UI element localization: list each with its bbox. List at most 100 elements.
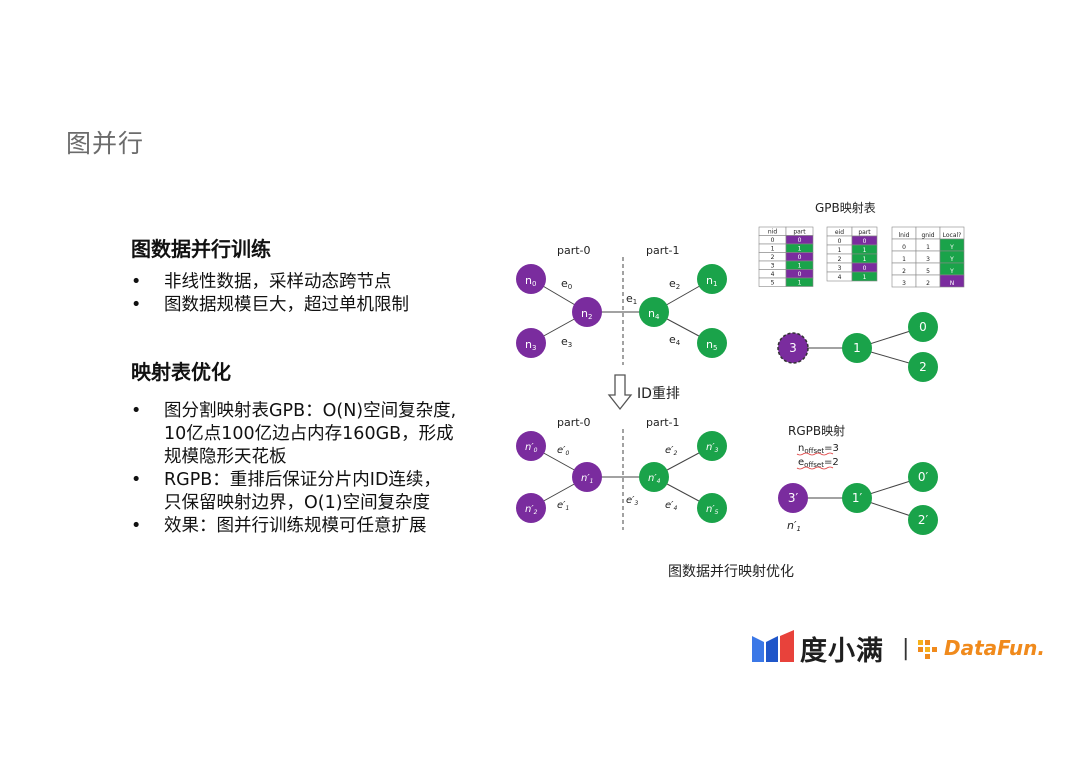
duxiaoman-logo-icon — [752, 630, 794, 662]
table-cell-text: 4 — [771, 271, 775, 278]
section-heading-mapping-optimization: 映射表优化 — [131, 360, 231, 384]
primed-node-n0: n′0 — [516, 431, 546, 461]
local-node-3: 3 — [777, 332, 809, 364]
primed-edge-label: e′0 — [557, 445, 569, 457]
primed-node-n2: n′2 — [516, 493, 546, 523]
primed-node-n5: n′5 — [697, 493, 727, 523]
reorder-label: ID重排 — [637, 386, 680, 402]
edge-label-e3: e3 — [561, 335, 572, 349]
table-cell-text: 0 — [798, 271, 802, 278]
bullet-line: 只保留映射边界，O(1)空间复杂度 — [164, 493, 431, 513]
bullet-item: RGPB：重排后保证分片内ID连续， 只保留映射边界，O(1)空间复杂度 — [131, 469, 456, 515]
bullet-item: 图分割映射表GPB：O(N)空间复杂度, 10亿点100亿边占内存160GB，形… — [131, 400, 456, 469]
table-cell-text: 1 — [798, 246, 802, 253]
primed-edge-label: e′1 — [557, 500, 569, 512]
bullet-item: 图数据规模巨大，超过单机限制 — [131, 294, 409, 317]
table-cell-text: 1 — [771, 246, 775, 253]
bullet-list-mapping-optimization: 图分割映射表GPB：O(N)空间复杂度, 10亿点100亿边占内存160GB，形… — [131, 400, 456, 538]
bullet-item: 非线性数据，采样动态跨节点 — [131, 271, 409, 294]
rgpb-n-offset: noffset=3 — [798, 443, 839, 455]
table-cell-text: 5 — [926, 268, 930, 275]
section-heading-parallel-training: 图数据并行训练 — [131, 237, 271, 261]
figure-caption: 图数据并行映射优化 — [668, 564, 794, 580]
part1-label-bottom: part-1 — [646, 416, 680, 429]
table-cell-text: 1 — [863, 274, 867, 281]
node-n4: n4 — [639, 297, 669, 327]
svg-text:2′: 2′ — [918, 513, 929, 527]
part1-label-top: part-1 — [646, 244, 680, 257]
svg-text:n′2: n′2 — [525, 504, 538, 516]
table-cell-text: N — [950, 280, 955, 287]
part0-label-bottom: part-0 — [557, 416, 591, 429]
rgpb-node-1: 1′ — [842, 483, 872, 513]
table-cell-text: 1 — [863, 256, 867, 263]
table-cell-text: 2 — [771, 254, 775, 261]
table-cell-text: 5 — [771, 280, 775, 287]
rgpb-node-0: 0′ — [908, 462, 938, 492]
primed-edge-label: e′3 — [626, 495, 638, 507]
table-cell-text: 3 — [926, 256, 930, 263]
primed-edge-label: e′2 — [665, 445, 677, 457]
svg-text:0′: 0′ — [918, 470, 929, 484]
svg-text:n0: n0 — [525, 274, 536, 288]
brand-separator: | — [902, 636, 910, 661]
rgpb-title: RGPB映射 — [788, 423, 845, 438]
svg-text:n′4: n′4 — [648, 473, 661, 485]
edge-label-e0: e0 — [561, 277, 572, 291]
node-n1: n1 — [697, 264, 727, 294]
table-header-text: part — [858, 229, 871, 236]
table-header-text: nid — [768, 229, 777, 236]
node-n2: n2 — [572, 297, 602, 327]
node-n5: n5 — [697, 328, 727, 358]
edge-label-e2: e2 — [669, 277, 680, 291]
table-cell-text: 0 — [798, 237, 802, 244]
table-cell-text: 0 — [863, 265, 867, 272]
bullet-line: 图分割映射表GPB：O(N)空间复杂度, — [164, 401, 457, 421]
svg-text:1: 1 — [853, 341, 861, 355]
wavy-underline — [796, 466, 834, 470]
table-header-text: lnid — [899, 232, 910, 239]
svg-text:n′0: n′0 — [525, 442, 538, 454]
svg-text:n2: n2 — [581, 307, 592, 321]
table-header-text: Local? — [943, 232, 962, 239]
primed-node-n3: n′3 — [697, 431, 727, 461]
table-header-text: eid — [835, 229, 844, 236]
bullet-line: 10亿点100亿边占内存160GB，形成 — [164, 424, 454, 444]
local-node-2: 2 — [908, 352, 938, 382]
wavy-underline — [796, 452, 834, 456]
bullet-line: 规模隐形天花板 — [164, 447, 287, 467]
reorder-arrow-icon — [607, 374, 633, 411]
primed-node-n1: n′1 — [572, 462, 602, 492]
svg-text:n1: n1 — [706, 274, 717, 288]
table-cell-text: 4 — [838, 274, 842, 281]
svg-text:n5: n5 — [706, 338, 717, 352]
svg-text:n′5: n′5 — [706, 504, 719, 516]
table-cell-text: 0 — [771, 237, 775, 244]
partner-brand: DataFun. — [944, 636, 1045, 660]
node-n3: n3 — [516, 328, 546, 358]
svg-text:0: 0 — [919, 320, 927, 334]
bullet-line: RGPB：重排后保证分片内ID连续， — [164, 470, 441, 490]
table-cell-text: 1 — [902, 256, 906, 263]
table-cell-text: 2 — [838, 256, 842, 263]
table-cell-text: Y — [949, 268, 954, 275]
rgpb-node-label: n′1 — [787, 519, 801, 533]
svg-text:n′1: n′1 — [581, 473, 593, 485]
rgpb-e-offset: eoffset=2 — [798, 457, 839, 469]
local-node-1: 1 — [842, 333, 872, 363]
part0-label-top: part-0 — [557, 244, 591, 257]
table-cell-text: 2 — [926, 280, 930, 287]
rgpb-node-2: 2′ — [908, 505, 938, 535]
table-cell-text: 3 — [902, 280, 906, 287]
gpb-title: GPB映射表 — [815, 200, 876, 215]
table-cell-text: Y — [949, 256, 954, 263]
datafun-logo-icon — [918, 640, 937, 659]
primed-node-n4: n′4 — [639, 462, 669, 492]
svg-text:2: 2 — [919, 360, 927, 374]
table-cell-text: 3 — [771, 263, 775, 270]
edge-label-e4: e4 — [669, 333, 681, 347]
primed-edge-label: e′4 — [665, 500, 677, 512]
